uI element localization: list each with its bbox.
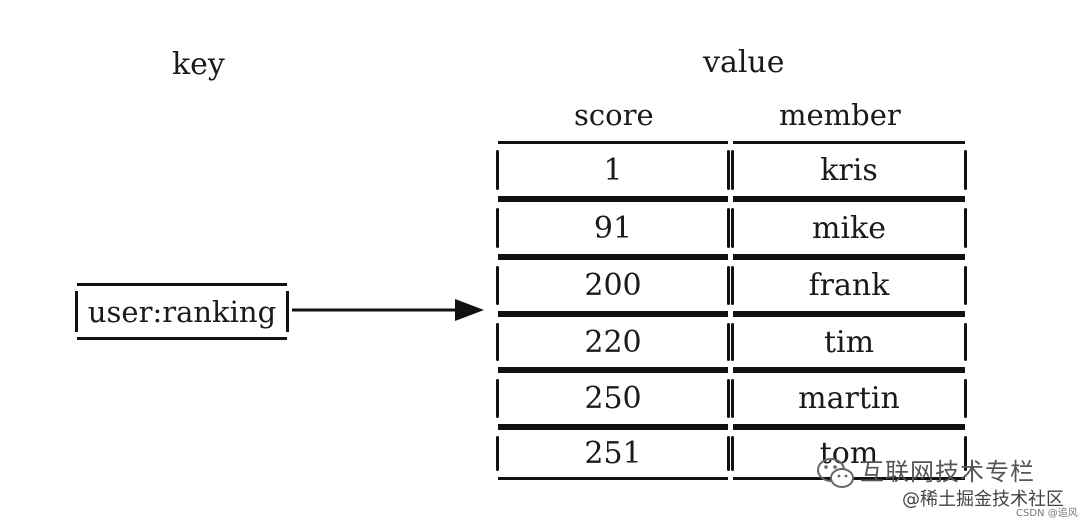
watermark-title: 互联网技术专栏 <box>860 458 1035 486</box>
score-cell: 1 <box>496 141 730 199</box>
member-cell: tim <box>731 314 967 370</box>
watermark-subtitle: @稀土掘金技术社区 <box>902 489 1064 510</box>
score-cell: 251 <box>496 427 730 480</box>
watermark: 互联网技术专栏 @稀土掘金技术社区 CSDN @追风 <box>816 452 1078 519</box>
wechat-icon <box>817 458 854 488</box>
key-title: key <box>172 47 225 82</box>
key-box: user:ranking <box>75 283 289 340</box>
member-cell: frank <box>731 257 967 314</box>
member-cell: martin <box>731 370 967 427</box>
member-cell: kris <box>731 141 967 199</box>
score-cell: 220 <box>496 314 730 370</box>
score-cell: 200 <box>496 257 730 314</box>
score-cell: 250 <box>496 370 730 427</box>
arrow-icon <box>292 299 484 321</box>
watermark-credit: CSDN @追风 <box>1016 508 1078 519</box>
score-cell: 91 <box>496 199 730 257</box>
value-title: value <box>703 45 785 80</box>
member-cell: mike <box>731 199 967 257</box>
score-column-header: score <box>574 98 654 132</box>
member-column-header: member <box>779 98 901 132</box>
